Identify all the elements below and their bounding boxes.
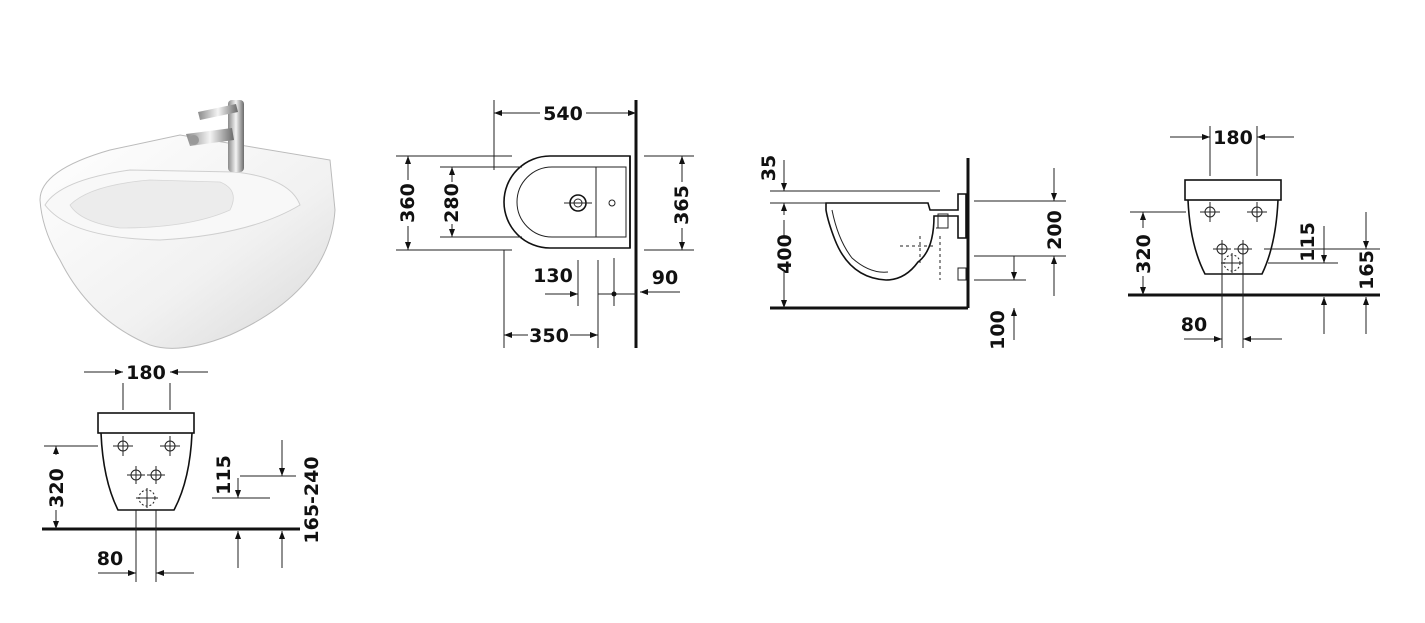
dim-width-top: 180 (1213, 127, 1253, 149)
dim-width-top: 180 (126, 362, 166, 384)
dim-height: 400 (774, 234, 796, 274)
dim-top-offset: 35 (758, 155, 780, 181)
bidet-product-image (39, 100, 336, 349)
dim-width-wall: 365 (671, 185, 693, 225)
dim-offset: 80 (1181, 314, 1207, 336)
fixing-point-icon (1200, 202, 1267, 273)
dim-depth: 540 (543, 103, 583, 125)
dim-fix-height: 165 (1356, 250, 1378, 290)
side-view-drawing: 35 400 200 100 (758, 155, 1066, 350)
front-view-drawing-left: 180 320 115 165-240 80 (42, 362, 323, 582)
fixing-point-icon (113, 436, 180, 508)
dim-fix-distance: 350 (529, 325, 569, 347)
dim-height: 320 (1133, 234, 1155, 274)
bowl-rim (97, 412, 195, 434)
bowl-rim (1184, 179, 1282, 201)
dim-floor-gap: 100 (987, 310, 1009, 350)
dim-outer-width: 360 (397, 183, 419, 223)
dim-inner-width: 280 (441, 183, 463, 223)
overflow-hole-icon (608, 199, 616, 207)
dim-range: 165-240 (301, 456, 323, 543)
dim-hole-height: 115 (213, 455, 235, 495)
dim-connection: 200 (1044, 210, 1066, 250)
top-view-drawing: 540 360 280 365 130 90 350 (396, 100, 694, 348)
bowl-body (1187, 199, 1279, 275)
dim-offset: 80 (97, 548, 123, 570)
front-view-drawing-right: 180 320 115 165 80 (1128, 126, 1380, 348)
bowl-body (100, 432, 193, 511)
dim-height: 320 (46, 468, 68, 508)
dim-hole-height: 115 (1297, 222, 1319, 262)
bidet-profile (825, 193, 967, 281)
dim-wall-offset: 90 (652, 267, 678, 289)
bowl-outline (503, 155, 631, 249)
dim-hole-offset: 130 (533, 265, 573, 287)
